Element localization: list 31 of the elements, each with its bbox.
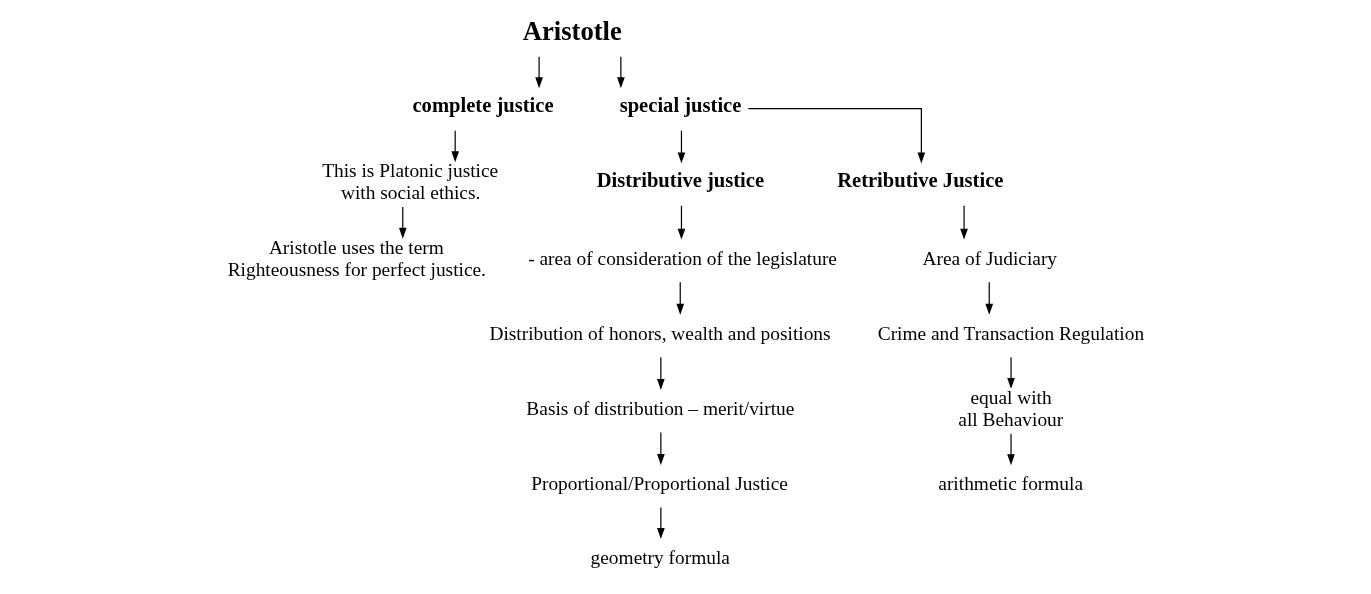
node-text: This is Platonic justice with social ethics. [321, 160, 498, 204]
arrow [656, 431, 665, 465]
arrow [959, 205, 968, 240]
node-text: Retributive Justice [836, 169, 1003, 192]
arrow [616, 56, 625, 89]
arrow [1006, 433, 1015, 466]
arrow [398, 206, 407, 239]
node-text: Aristotle uses the term Righteousness for perfect justice. [227, 236, 486, 280]
node-text: Distributive justice [596, 169, 764, 192]
node-text: arithmetic formula [937, 473, 1083, 495]
arrow [984, 281, 993, 315]
node-text: Aristotle [522, 16, 622, 47]
node-text: Crime and Transaction Regulation [877, 322, 1144, 344]
node-text: Area of Judiciary [922, 247, 1057, 269]
arrow [677, 205, 685, 240]
arrow [450, 130, 459, 163]
node-text: - area of consideration of the legislature [527, 247, 837, 269]
arrow [656, 506, 665, 539]
node-text: equal with all Behaviour [957, 386, 1063, 430]
node-text: Basis of distribution – merit/virtue [525, 397, 794, 419]
arrow [534, 56, 543, 89]
node-text: Proportional/Proportional Justice [530, 473, 788, 495]
arrow [675, 281, 684, 315]
arrow [656, 356, 665, 390]
node-text: special justice [619, 94, 741, 117]
arrow [747, 108, 925, 164]
node-text: Distribution of honors, wealth and positions [488, 322, 831, 344]
arrow [677, 130, 685, 164]
arrow [1006, 356, 1015, 389]
node-text: complete justice [411, 94, 554, 117]
node-text: geometry formula [590, 546, 730, 568]
